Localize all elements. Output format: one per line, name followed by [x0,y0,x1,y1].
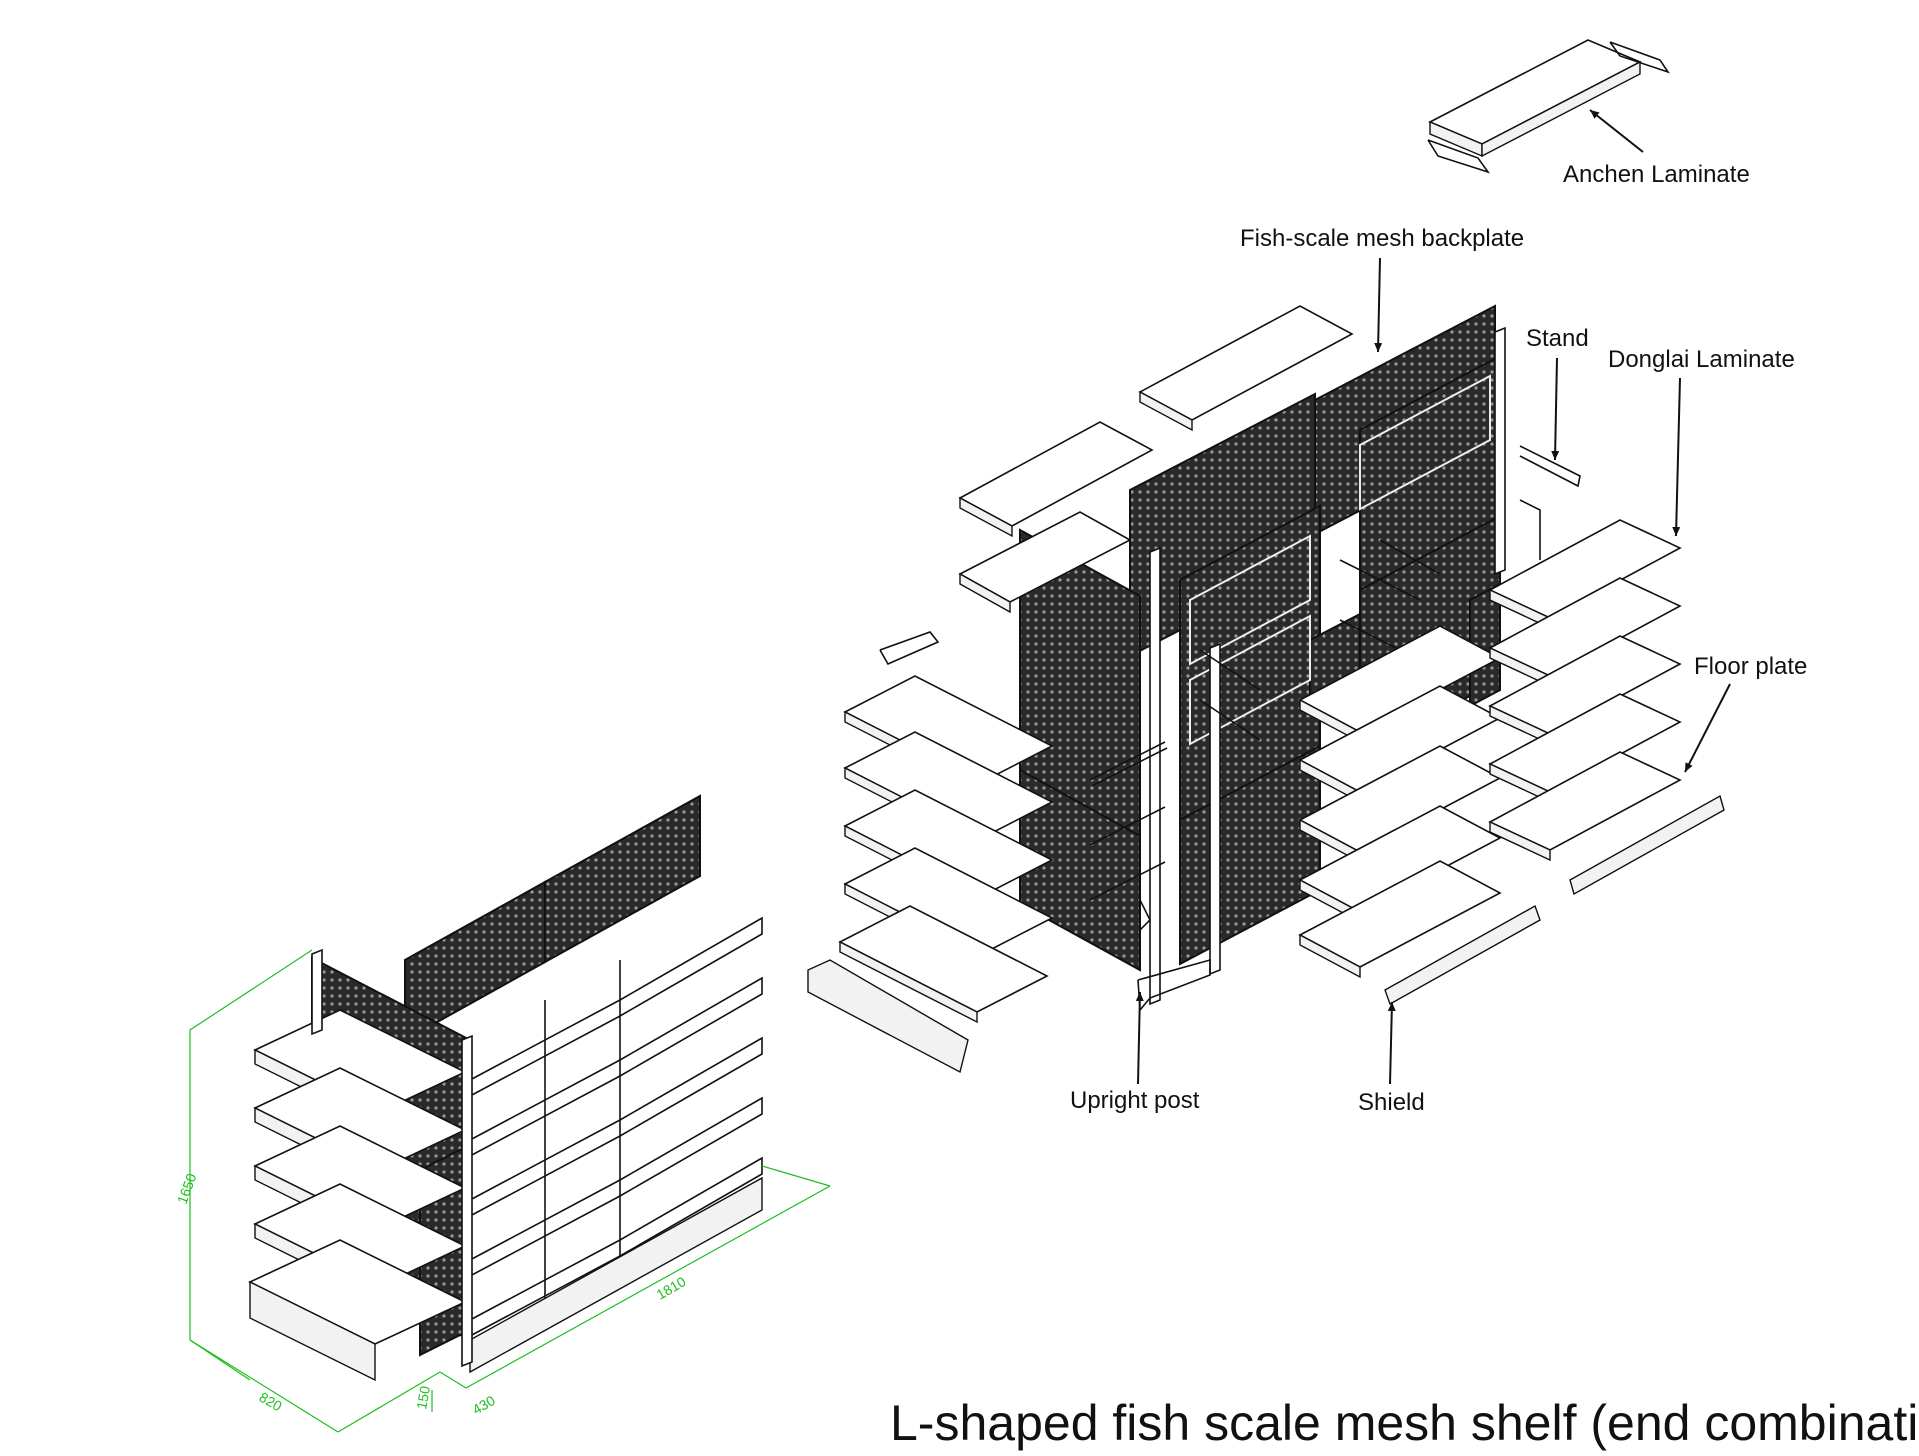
dim-depth: 430 [470,1392,498,1418]
exploded-upright-posts [1137,326,1506,1013]
dim-height: 1650 [174,1171,200,1206]
callouts: Anchen Laminate Fish-scale mesh backplat… [1070,109,1807,1116]
assembled-end-shelves [248,1009,467,1382]
label-donglai-laminate: Donglai Laminate [1608,346,1795,373]
label-fish-scale-backplate: Fish-scale mesh backplate [1240,225,1524,252]
label-stand: Stand [1526,325,1589,352]
dim-base-height: 150 [413,1385,433,1411]
label-shield: Shield [1358,1089,1425,1116]
exploded-right-shelves [1298,519,1725,1006]
label-anchen-laminate: Anchen Laminate [1563,161,1750,188]
label-floor-plate: Floor plate [1694,653,1807,680]
assembled-shelf [248,794,763,1382]
exploded-view [807,39,1725,1074]
diagram-title: L-shaped fish scale mesh shelf (end comb… [890,1395,1919,1451]
assembled-upright-post-front [461,1034,473,1368]
dim-length: 1810 [654,1273,689,1303]
dim-width: 820 [257,1389,285,1415]
exploded-arms [1089,539,1441,901]
exploded-left-shelves [807,511,1132,1074]
assembled-top-backplate-2 [544,794,701,964]
assembled-upright-post-end [311,948,323,1036]
assembled-long-shelves [469,916,763,1374]
exploded-stands [879,445,1581,931]
label-upright-post: Upright post [1070,1087,1200,1114]
anchen-laminate-part [1427,39,1670,174]
